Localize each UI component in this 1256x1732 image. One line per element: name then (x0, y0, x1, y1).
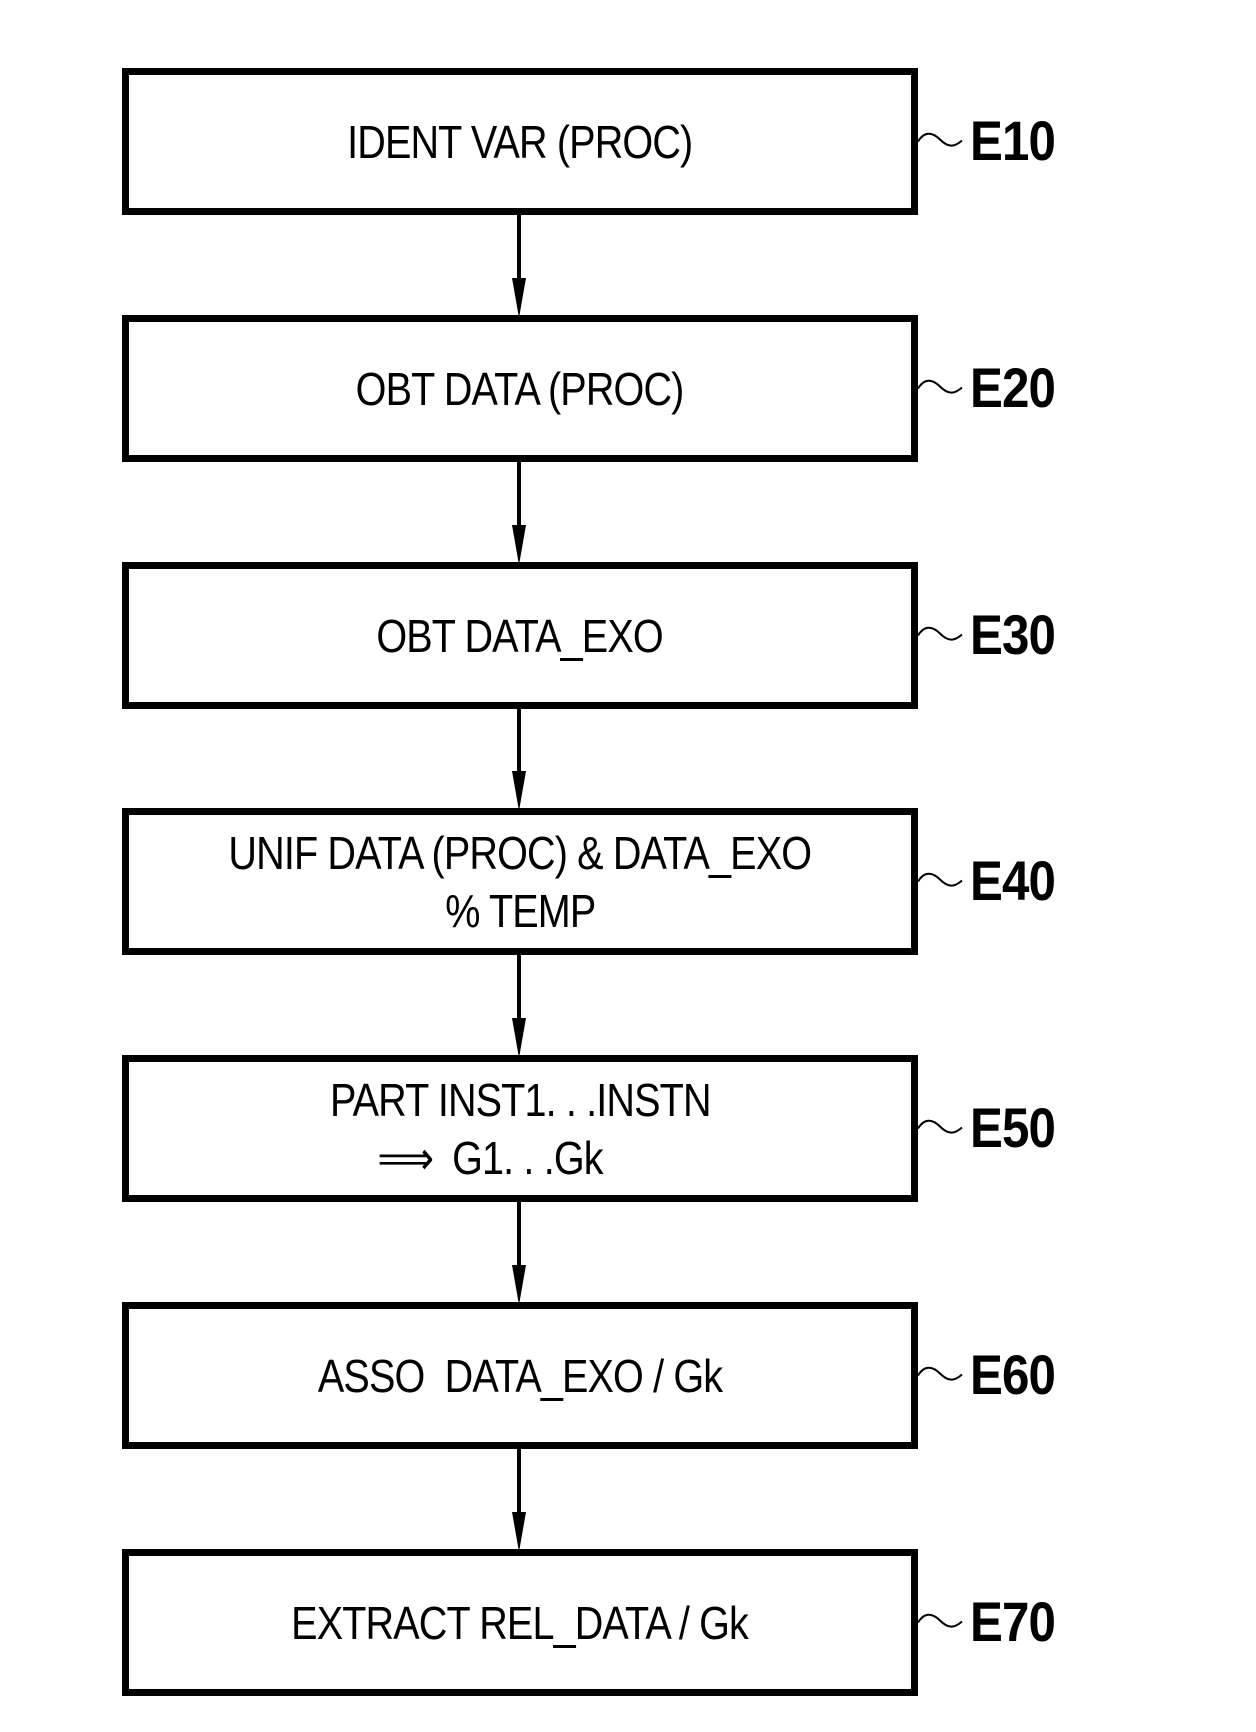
step-box-e60: ASSO DATA_EXO / Gk (122, 1302, 918, 1449)
step-text-e10: IDENT VAR (PROC) (347, 115, 693, 168)
step-text-e50-line1: PART INST1. . .INSTN (329, 1073, 712, 1126)
step-text-e50-line2: G1. . .Gk (452, 1131, 603, 1184)
step-label-e30: E30 (970, 603, 1056, 666)
step-label-e50: E50 (970, 1096, 1056, 1159)
step-label-e40: E40 (970, 849, 1056, 912)
tilde-leader-icon (917, 1613, 963, 1628)
step-box-e20: OBT DATA (PROC) (122, 315, 918, 462)
step-label-e60: E60 (970, 1343, 1056, 1406)
step-text-e20: OBT DATA (PROC) (356, 362, 685, 415)
tilde-leader-icon (917, 1119, 963, 1134)
step-text-e50-line2-row: ⟹ G1. . .Gk (377, 1129, 603, 1187)
step-label-e70: E70 (970, 1590, 1056, 1653)
step-text-e40-line2: % TEMP (444, 884, 596, 937)
arrowhead-icon (512, 771, 526, 811)
arrowhead-icon (512, 525, 526, 565)
step-label-e20: E20 (970, 356, 1056, 419)
arrowhead-icon (512, 1018, 526, 1058)
tilde-leader-icon (917, 132, 963, 147)
step-box-e30: OBT DATA_EXO (122, 562, 918, 709)
step-text-e40-line1: UNIF DATA (PROC) & DATA_EXO (228, 826, 813, 879)
step-box-e40: UNIF DATA (PROC) & DATA_EXO % TEMP (122, 808, 918, 955)
implies-arrow-icon: ⟹ (377, 1131, 434, 1184)
step-box-e50: PART INST1. . .INSTN ⟹ G1. . .Gk (122, 1055, 918, 1202)
step-text-e30: OBT DATA_EXO (376, 609, 664, 662)
step-text-e70: EXTRACT REL_DATA / Gk (291, 1596, 750, 1649)
arrowhead-icon (512, 1265, 526, 1305)
arrowhead-icon (512, 1512, 526, 1552)
arrowhead-icon (512, 278, 526, 318)
tilde-leader-icon (917, 1366, 963, 1381)
tilde-leader-icon (917, 872, 963, 887)
step-text-e60: ASSO DATA_EXO / Gk (317, 1349, 723, 1402)
tilde-leader-icon (917, 626, 963, 641)
step-box-e10: IDENT VAR (PROC) (122, 68, 918, 215)
tilde-leader-icon (917, 379, 963, 394)
step-box-e70: EXTRACT REL_DATA / Gk (122, 1549, 918, 1696)
step-label-e10: E10 (970, 109, 1056, 172)
